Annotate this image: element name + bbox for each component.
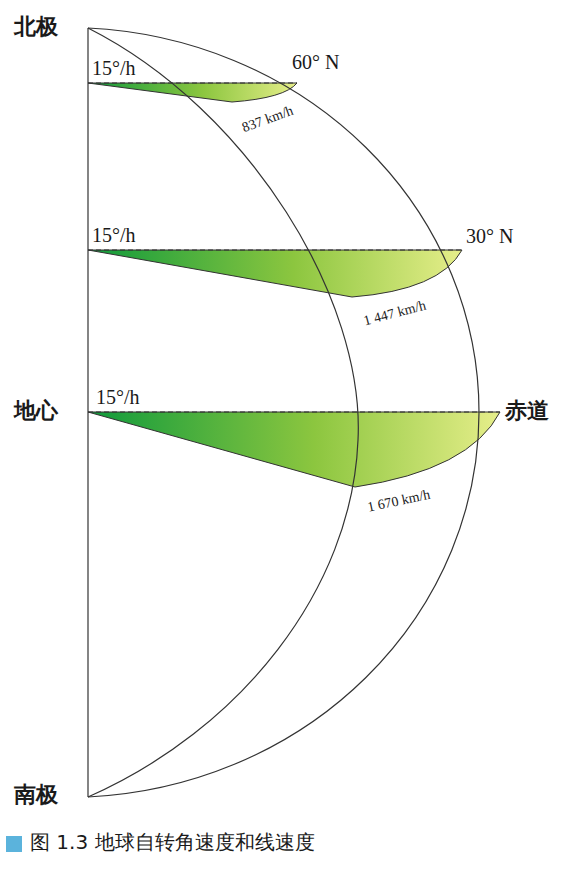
pole-label: 北极 bbox=[14, 14, 58, 39]
linear-speed: 837 km/h bbox=[240, 103, 296, 136]
angular-speed: 15°/h bbox=[96, 386, 140, 409]
linear-speed: 1 670 km/h bbox=[366, 487, 432, 516]
latitude-radius bbox=[88, 83, 297, 84]
center-label: 地心 bbox=[14, 398, 58, 423]
latitude-radius bbox=[88, 412, 500, 413]
latitude-label: 30° N bbox=[466, 225, 513, 248]
caption-icon bbox=[6, 836, 22, 852]
equator-label: 赤道 bbox=[505, 398, 549, 423]
angular-speed: 15°/h bbox=[92, 57, 136, 80]
latitude-radius bbox=[88, 250, 462, 251]
speed-wedge bbox=[88, 412, 500, 487]
latitude-label: 60° N bbox=[292, 51, 339, 74]
speed-wedge bbox=[88, 83, 297, 102]
angular-speed: 15°/h bbox=[92, 224, 136, 247]
pole-label: 南极 bbox=[14, 782, 58, 807]
figure-caption: 图 1.3 地球自转角速度和线速度 bbox=[30, 830, 315, 854]
linear-speed: 1 447 km/h bbox=[362, 297, 428, 329]
speed-wedge bbox=[88, 250, 462, 297]
